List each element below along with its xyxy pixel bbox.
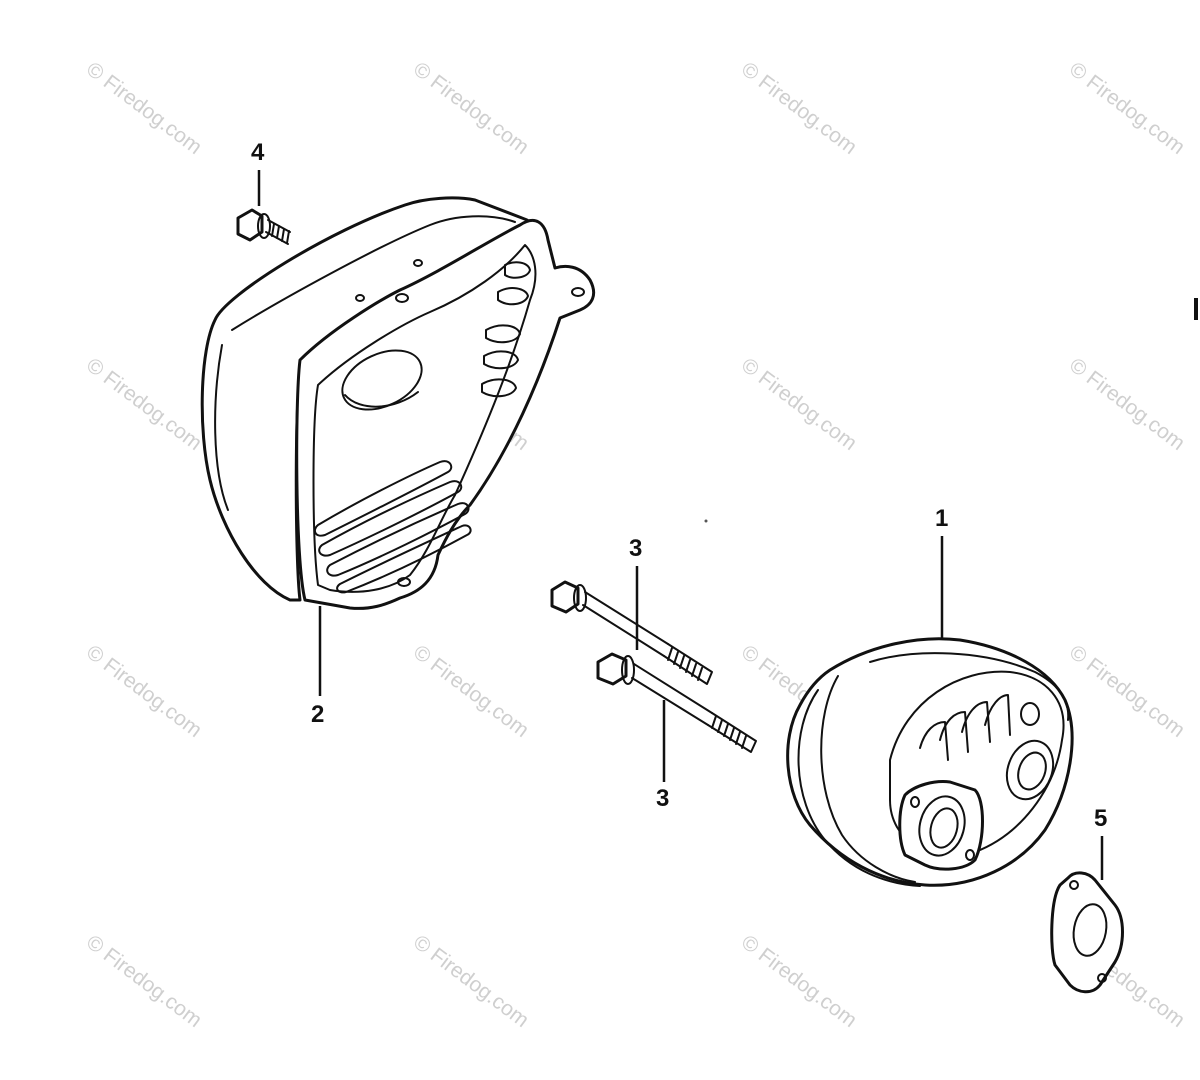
gasket-plate [1050,871,1124,994]
bolt-4-washer [257,213,271,239]
muffler-seam-outer [797,689,921,887]
muffler-inlet-port [918,795,966,857]
callouts: 4 2 3 3 1 5 [251,139,1107,880]
protector-inner-opening [312,244,537,593]
part-5-gasket[interactable] [1050,871,1124,994]
protector-top-rim [231,215,516,331]
watermark: © Firedog.com [82,58,206,159]
watermark: © Firedog.com [737,58,861,159]
bolt-3b-shank [631,663,713,726]
muffler-fin [939,711,969,753]
muffler-fin [961,701,991,743]
callout-label: 3 [656,785,669,812]
protector-hole [397,577,411,587]
protector-slot [326,502,470,577]
bolt-3b-head [596,652,628,686]
part-2-muffler-protector[interactable] [200,196,596,610]
part-3-long-bolt-upper[interactable] [550,580,713,685]
protector-slot [497,287,529,306]
protector-slot [483,350,519,370]
watermark: © Firedog.com [737,354,861,455]
watermark: © Firedog.com [409,641,533,742]
callout-label: 3 [629,535,642,562]
watermark: © Firedog.com [409,58,533,159]
muffler-seam-inner [820,675,916,883]
muffler-body [786,637,1074,887]
bolt-4-thread [271,223,290,244]
bolt-3b-washer [621,655,635,685]
muffler-outlet-inner [1017,751,1047,791]
muffler-inlet-hole [965,849,975,861]
part-1-muffler[interactable] [786,637,1074,887]
protector-slot [504,261,531,279]
muffler-fin [919,721,949,761]
watermark: © Firedog.com [82,354,206,455]
protector-slot [313,460,453,537]
muffler-front-rim [869,652,1070,721]
bolt-3a-head [550,580,580,614]
watermark: © Firedog.com [737,931,861,1032]
protector-hole [413,259,423,267]
bolt-3a-shank [582,591,669,657]
part-4-flange-bolt[interactable] [236,208,291,245]
bolt-4-head [236,208,264,242]
gasket-port [1072,903,1108,957]
muffler-inlet-hole [910,796,920,808]
watermark: © Firedog.com [1065,641,1189,742]
watermark: © Firedog.com [1065,354,1189,455]
center-dot [704,519,708,523]
muffler-stud [1020,702,1040,726]
callout-label: 4 [251,139,265,166]
protector-slot [481,378,517,398]
bolt-3b-thread [707,712,757,753]
protector-hole [571,287,585,297]
muffler-fin [984,694,1011,736]
bolt-3a-thread [663,643,713,685]
protector-hole [355,294,365,302]
watermark: © Firedog.com [82,931,206,1032]
watermark: © Firedog.com [409,931,533,1032]
muffler-inlet-port-inner [929,807,959,849]
protector-slot [336,524,472,594]
gasket-hole [1069,880,1079,890]
bolt-3a-washer [573,584,587,612]
watermark: © Firedog.com [82,641,206,742]
muffler-outlet-outer [1005,739,1055,801]
gasket-hole [1097,973,1107,983]
part-3-long-bolt-lower[interactable] [596,652,757,753]
muffler-inlet-flange [898,780,984,871]
protector-slot [485,324,521,344]
watermark: © Firedog.com [1065,58,1189,159]
protector-slot [318,480,463,557]
edge-mark [1194,298,1198,320]
protector-inner-boss-rim [344,391,419,408]
callout-label: 5 [1094,805,1107,832]
protector-side-curve [214,344,229,511]
protector-hole [395,293,409,303]
callout-label: 1 [935,505,948,532]
callout-label: 2 [311,701,324,728]
